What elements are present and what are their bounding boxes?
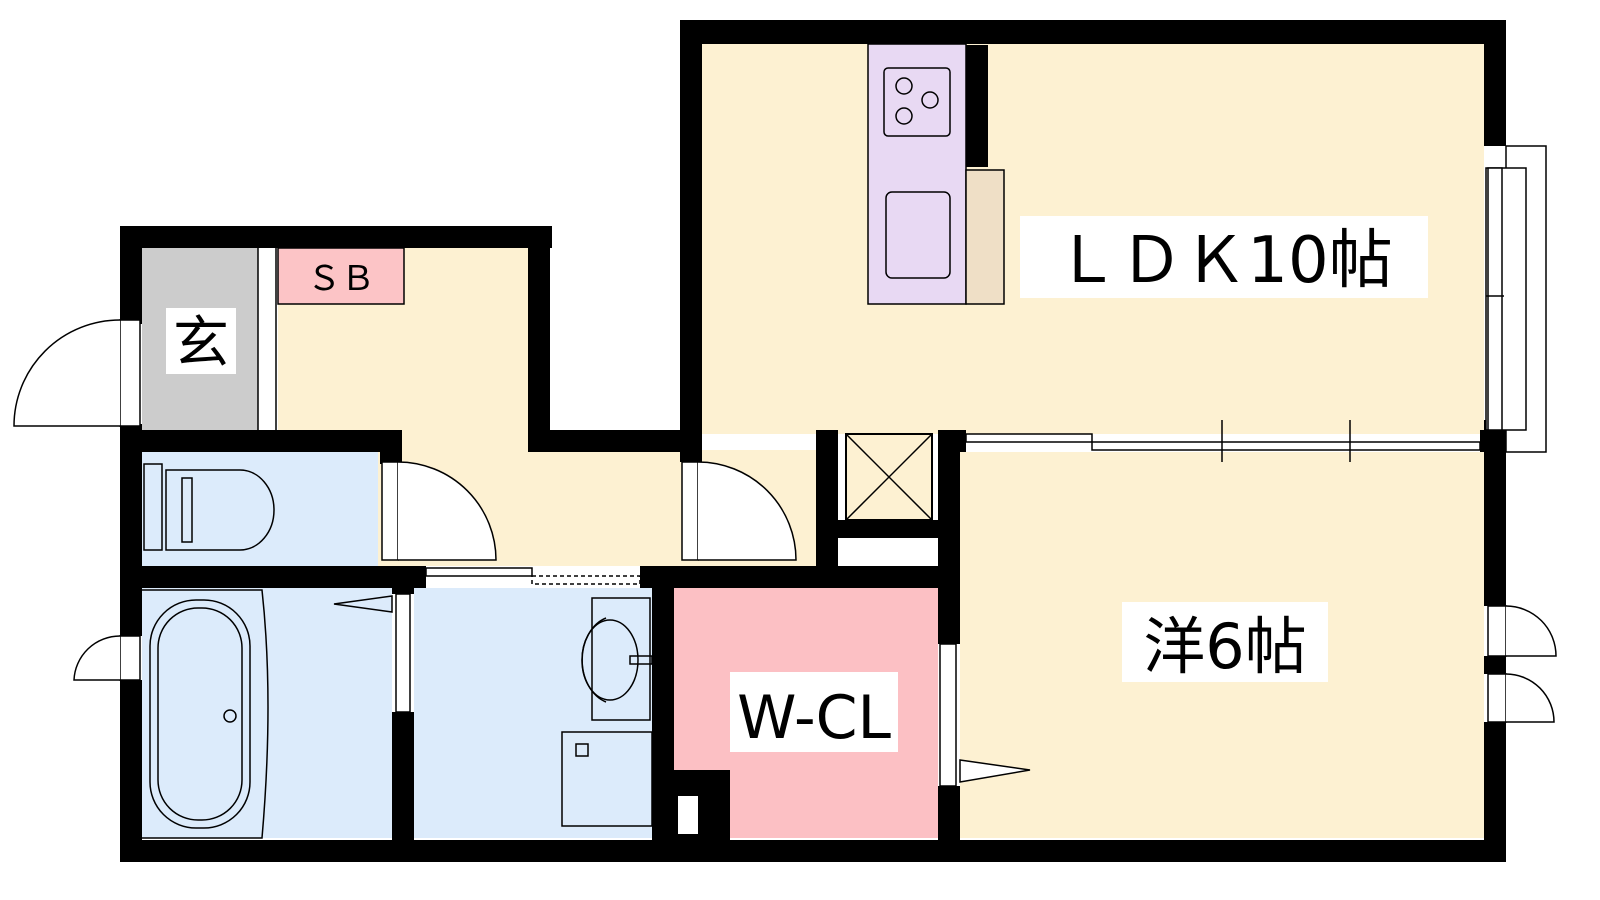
washroom-floor	[414, 588, 652, 838]
storage-cubby	[678, 796, 698, 834]
closet-label-bg	[730, 672, 898, 752]
wall	[380, 430, 402, 464]
wall	[680, 20, 1506, 44]
closet-door	[939, 643, 1031, 787]
shoe-box-label: ＳＢ	[307, 259, 375, 299]
sliding-bath-door	[333, 593, 411, 713]
wall	[392, 712, 414, 840]
wall	[1480, 430, 1506, 452]
walk-in-closet-label: W-CL	[737, 683, 891, 753]
walls	[120, 20, 1506, 862]
wall	[1484, 420, 1506, 606]
wall	[1484, 656, 1506, 674]
entrance-label: 玄	[173, 311, 229, 376]
wall	[816, 430, 838, 566]
wall	[120, 424, 142, 636]
ldk-label: ＬＤＫ10帖	[1055, 224, 1392, 298]
western-room-label: 洋6帖	[1143, 610, 1306, 683]
wall	[680, 20, 702, 462]
ldk-door	[681, 461, 797, 561]
wall	[528, 226, 550, 452]
wall	[1484, 722, 1506, 862]
wall	[938, 430, 966, 452]
washing-machine-drain	[575, 743, 589, 757]
wall	[120, 430, 402, 452]
bathroom-floor	[142, 588, 392, 838]
washroom-sliding-door	[425, 567, 641, 585]
pipe-shaft	[845, 433, 933, 521]
kitchen-sink	[885, 191, 951, 279]
wash-basin-icon	[581, 597, 653, 721]
wall	[120, 226, 552, 248]
side-counter	[965, 169, 1005, 305]
ldk-window	[1485, 145, 1547, 453]
wall	[640, 566, 960, 588]
shoe-box	[277, 247, 405, 305]
wall	[120, 226, 142, 324]
wall	[528, 430, 700, 452]
bathroom-window	[73, 635, 141, 681]
bathtub-icon	[142, 589, 269, 839]
wall	[652, 566, 674, 840]
wall	[392, 566, 414, 594]
entrance-label-bg	[166, 308, 236, 374]
ldk-label-bg	[1020, 216, 1428, 298]
western-room-windows	[1487, 605, 1557, 723]
sliding-partition	[965, 420, 1481, 462]
washing-machine-space	[561, 731, 653, 827]
wall	[120, 840, 1506, 862]
wall	[966, 45, 988, 167]
toilet-icon	[143, 463, 275, 551]
wall	[120, 566, 426, 588]
entrance-door	[13, 319, 141, 427]
wall	[1484, 20, 1506, 146]
burner-icon	[895, 77, 939, 125]
wall	[938, 786, 960, 840]
western-label-bg	[1122, 602, 1328, 682]
cooktop	[883, 67, 951, 137]
wall	[120, 680, 142, 862]
toilet-door	[381, 461, 497, 561]
wall	[816, 520, 960, 538]
